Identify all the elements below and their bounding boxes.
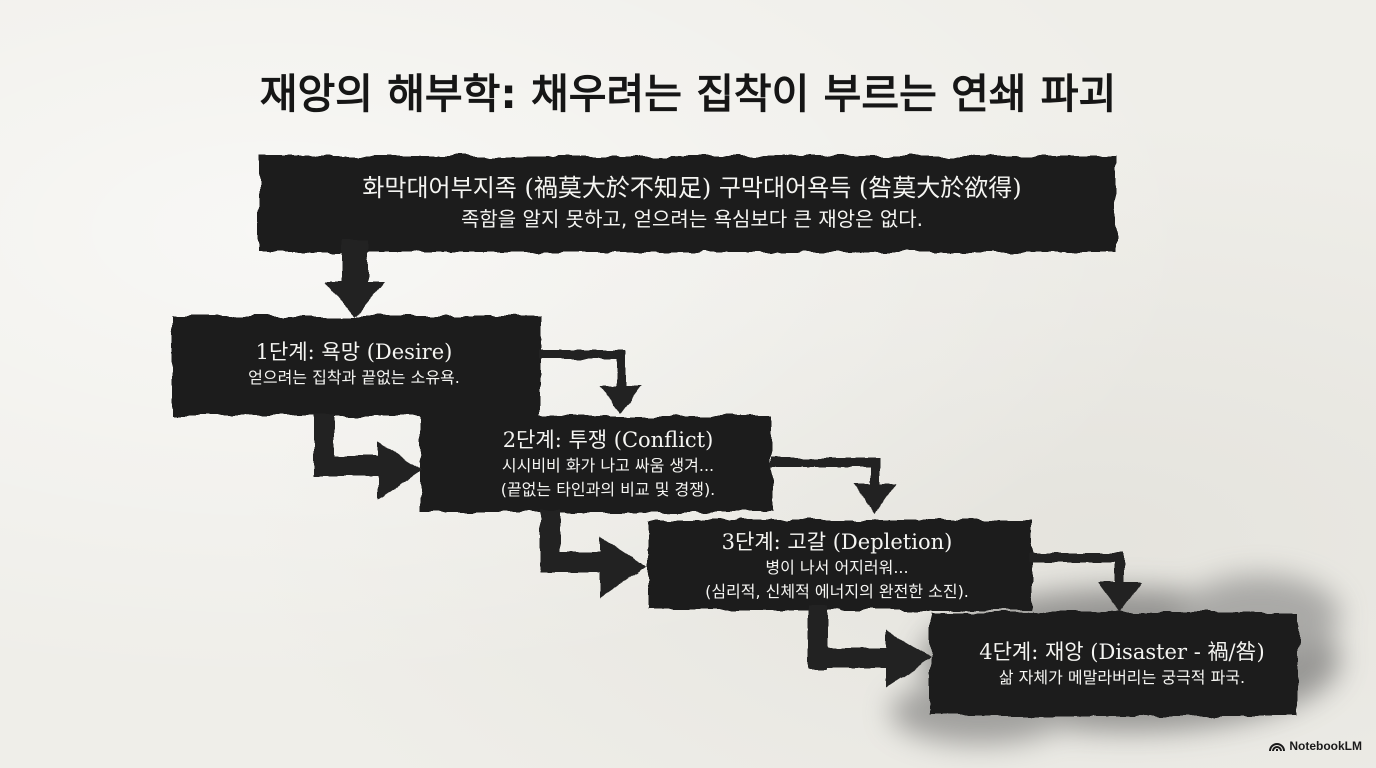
stage3-ink-box <box>648 520 1032 610</box>
brand-name: NotebookLM <box>1289 739 1362 753</box>
top-proverb-description: 족함을 알지 못하고, 얻으려는 욕심보다 큰 재앙은 없다. <box>460 207 924 231</box>
arrow-stage3-to-stage4-left <box>808 606 932 688</box>
stage4-ink-box <box>930 612 1298 716</box>
stage-2-title: 2단계: 투쟁 (Conflict) <box>502 428 714 452</box>
arrow-stage1-to-stage2-left <box>314 414 422 500</box>
page-title: 재앙의 해부학: 채우려는 집착이 부르는 연쇄 파괴 <box>259 70 1117 118</box>
stage-2-line-2: (끝없는 타인과의 비교 및 경쟁). <box>500 480 716 499</box>
stage-3-line-2: (심리적, 신체적 에너지의 완전한 소진). <box>705 582 969 601</box>
stage-3-line-1: 병이 나서 어지러워... <box>765 558 909 577</box>
stage-3-title: 3단계: 고갈 (Depletion) <box>721 530 953 554</box>
arrow-stage1-to-stage2-right <box>540 350 642 414</box>
stage-1-line-1: 얻으려는 집착과 끝없는 소유욕. <box>248 368 460 387</box>
stage-1-box: 1단계: 욕망 (Desire) 얻으려는 집착과 끝없는 소유욕. <box>178 338 530 390</box>
stage-4-box: 4단계: 재앙 (Disaster - 禍/咎) 삶 자체가 메말라버리는 궁극… <box>930 638 1314 690</box>
arrow-stage2-to-stage3-right <box>770 458 896 514</box>
stage-1-title: 1단계: 욕망 (Desire) <box>255 340 453 364</box>
notebooklm-brand: NotebookLM <box>1269 736 1362 756</box>
stage-4-line-1: 삶 자체가 메말라버리는 궁극적 파국. <box>998 668 1246 687</box>
stage-3-box: 3단계: 고갈 (Depletion) 병이 나서 어지러워... (심리적, … <box>650 528 1024 604</box>
stage-4-title: 4단계: 재앙 (Disaster - 禍/咎) <box>979 640 1265 664</box>
stage-2-line-1: 시시비비 화가 나고 싸움 생겨... <box>501 456 715 475</box>
arrow-top-to-stage1 <box>325 240 385 318</box>
arrow-stage2-to-stage3-left <box>540 510 646 598</box>
arrow-stage3-to-stage4-right <box>1030 553 1142 612</box>
notebooklm-logo-icon <box>1269 743 1286 752</box>
top-ink-box <box>258 156 1116 252</box>
stage2-ink-box <box>420 416 772 512</box>
stage1-ink-box <box>172 316 540 416</box>
top-proverb-title: 화막대어부지족 (禍莫大於不知足) 구막대어욕득 (咎莫大於欲得) <box>362 174 1022 202</box>
stage-2-box: 2단계: 투쟁 (Conflict) 시시비비 화가 나고 싸움 생겨... (… <box>424 426 792 502</box>
top-proverb-box: 화막대어부지족 (禍莫大於不知足) 구막대어욕득 (咎莫大於欲得) 족함을 알지… <box>262 172 1122 234</box>
